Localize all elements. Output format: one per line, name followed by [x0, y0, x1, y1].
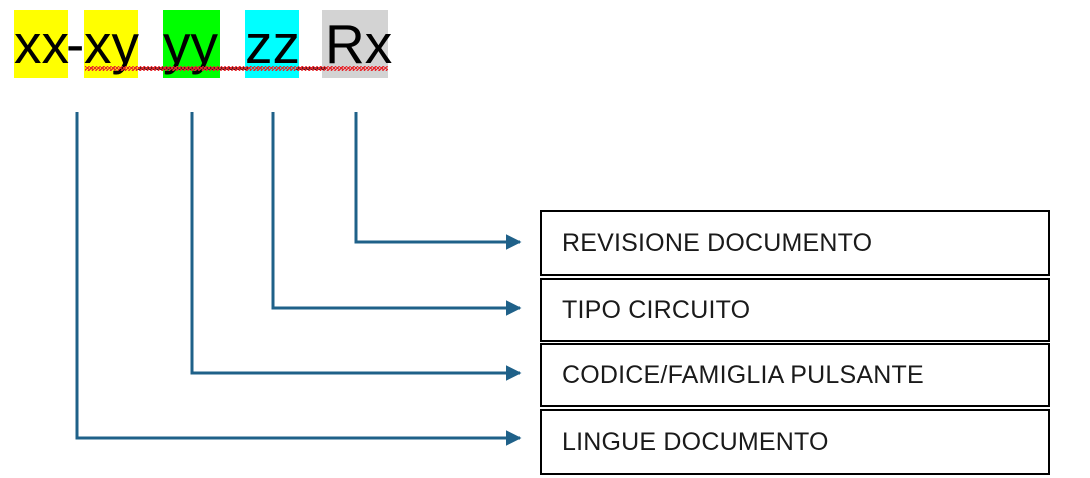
code-token-zz: zz — [245, 13, 300, 75]
definition-box-codice-famiglia-pulsante[interactable]: CODICE/FAMIGLIA PULSANTE — [540, 343, 1050, 407]
connector-revisione-documento — [354, 112, 522, 250]
definition-box-label: CODICE/FAMIGLIA PULSANTE — [562, 360, 924, 389]
spellcheck-squiggle-underline — [85, 66, 388, 71]
definition-box-label: LINGUE DOCUMENTO — [562, 427, 829, 456]
definition-box-label: REVISIONE DOCUMENTO — [562, 228, 873, 257]
highlight-band-xx — [14, 10, 68, 78]
connector-tipo-circuito — [271, 112, 522, 316]
code-pattern-line: xx - xy yy zz Rx — [0, 0, 520, 100]
connector-lingue-documento — [75, 112, 522, 446]
code-token-xx: xx — [14, 13, 69, 75]
code-token-xy: xy — [84, 13, 139, 75]
definition-box-revisione-documento[interactable]: REVISIONE DOCUMENTO — [540, 210, 1050, 276]
definition-box-tipo-circuito[interactable]: TIPO CIRCUITO — [540, 278, 1050, 342]
definition-box-label: TIPO CIRCUITO — [562, 295, 751, 324]
code-token-yy: yy — [163, 13, 218, 75]
definition-box-lingue-documento[interactable]: LINGUE DOCUMENTO — [540, 409, 1050, 475]
connector-codice-famiglia-pulsante — [190, 112, 522, 381]
code-token-rx: Rx — [325, 13, 393, 75]
code-token-hyphen: - — [66, 13, 85, 75]
